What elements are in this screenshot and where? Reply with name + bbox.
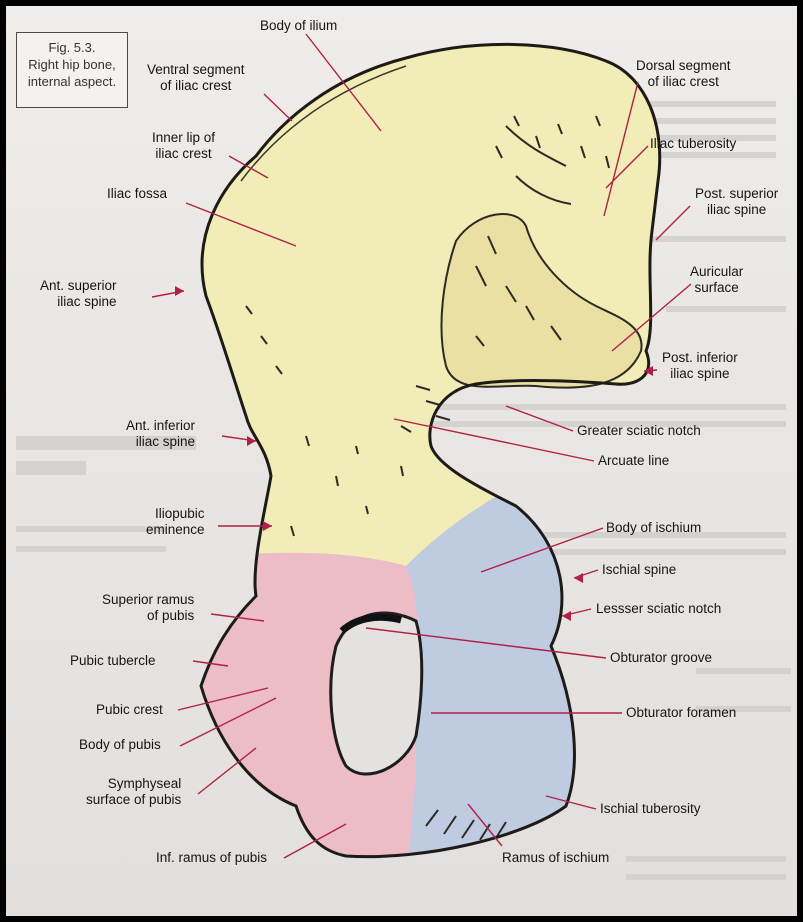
figure-title-line-2: internal aspect.: [21, 73, 123, 90]
label-line: Dorsal segment: [636, 58, 731, 74]
label-line: iliac crest: [152, 146, 215, 162]
label-body-of-ischium: Body of ischium: [606, 520, 701, 536]
label-line: eminence: [146, 522, 205, 538]
label-ant-superior-iliac-spine: Ant. superior iliac spine: [40, 278, 117, 310]
label-ischial-spine: Ischial spine: [602, 562, 676, 578]
label-obturator-groove: Obturator groove: [610, 650, 712, 666]
label-line: Ant. inferior: [126, 418, 195, 434]
label-body-of-pubis: Body of pubis: [79, 737, 161, 753]
label-line: iliac spine: [40, 294, 117, 310]
label-line: Iliopubic: [146, 506, 205, 522]
label-ventral-segment-iliac-crest: Ventral segment of iliac crest: [147, 62, 245, 94]
label-auricular-surface: Auricular surface: [690, 264, 743, 296]
label-pubic-tubercle: Pubic tubercle: [70, 653, 156, 669]
label-superior-ramus-pubis: Superior ramus of pubis: [102, 592, 194, 624]
label-line: of iliac crest: [147, 78, 245, 94]
label-line: Symphyseal: [86, 776, 181, 792]
label-ant-inferior-iliac-spine: Ant. inferior iliac spine: [126, 418, 195, 450]
figure-title-line-1: Right hip bone,: [21, 56, 123, 73]
label-obturator-foramen: Obturator foramen: [626, 705, 736, 721]
label-line: Ventral segment: [147, 62, 245, 78]
label-iliac-fossa: Iliac fossa: [107, 186, 167, 202]
label-line: Auricular: [690, 264, 743, 280]
label-line: of iliac crest: [636, 74, 731, 90]
label-line: iliac spine: [126, 434, 195, 450]
label-greater-sciatic-notch: Greater sciatic notch: [577, 423, 701, 439]
label-post-superior-iliac-spine: Post. superior iliac spine: [695, 186, 778, 218]
label-line: iliac spine: [662, 366, 738, 382]
label-iliac-tuberosity: Iliac tuberosity: [650, 136, 736, 152]
label-ramus-of-ischium: Ramus of ischium: [502, 850, 609, 866]
label-body-of-ilium: Body of ilium: [260, 18, 337, 34]
label-symphyseal-surface: Symphyseal surface of pubis: [86, 776, 181, 808]
label-line: surface: [690, 280, 743, 296]
textbook-page: Fig. 5.3. Right hip bone, internal aspec…: [6, 6, 797, 916]
label-post-inferior-iliac-spine: Post. inferior iliac spine: [662, 350, 738, 382]
label-pubic-crest: Pubic crest: [96, 702, 163, 718]
label-lesser-sciatic-notch: Lessser sciatic notch: [596, 601, 721, 617]
label-ischial-tuberosity: Ischial tuberosity: [600, 801, 701, 817]
label-line: Inner lip of: [152, 130, 215, 146]
label-line: iliac spine: [695, 202, 778, 218]
label-line: Post. superior: [695, 186, 778, 202]
label-arcuate-line: Arcuate line: [598, 453, 669, 469]
label-line: of pubis: [102, 608, 194, 624]
label-line: Post. inferior: [662, 350, 738, 366]
figure-caption-box: Fig. 5.3. Right hip bone, internal aspec…: [16, 32, 128, 108]
figure-number: Fig. 5.3.: [21, 39, 123, 56]
label-dorsal-segment-iliac-crest: Dorsal segment of iliac crest: [636, 58, 731, 90]
label-inner-lip-iliac-crest: Inner lip of iliac crest: [152, 130, 215, 162]
label-line: Ant. superior: [40, 278, 117, 294]
obturator-foramen-shape: [331, 613, 422, 774]
label-line: Superior ramus: [102, 592, 194, 608]
label-line: surface of pubis: [86, 792, 181, 808]
label-iliopubic-eminence: Iliopubic eminence: [146, 506, 205, 538]
label-inf-ramus-pubis: Inf. ramus of pubis: [156, 850, 267, 866]
